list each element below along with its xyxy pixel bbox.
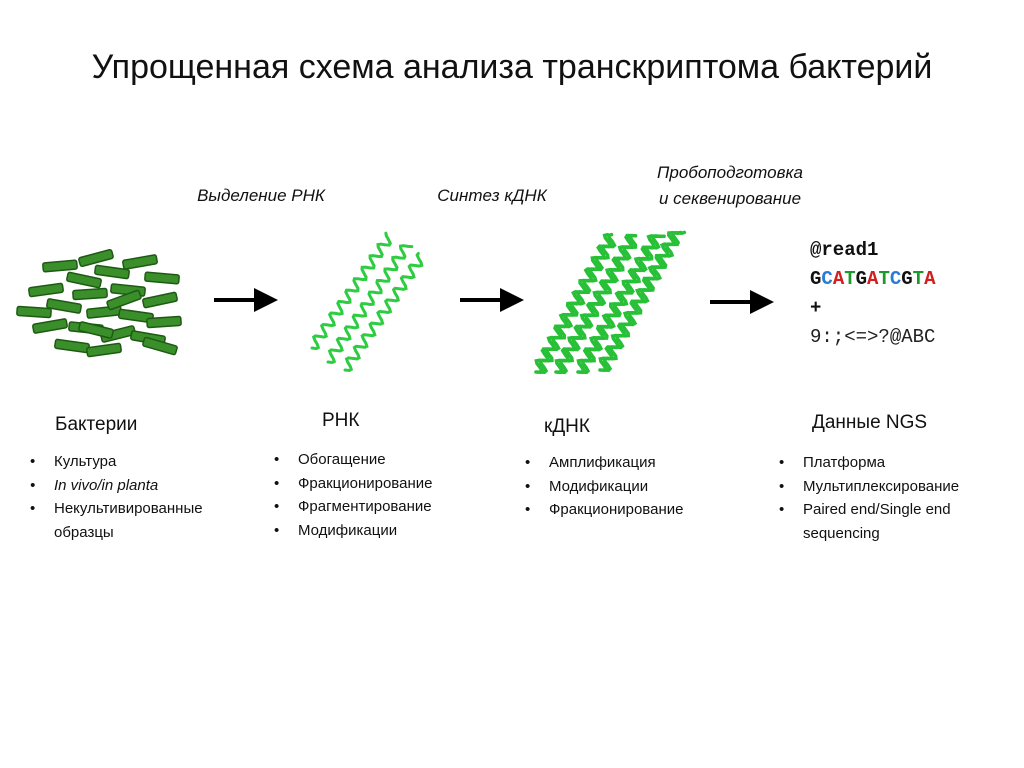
list-item: Обогащение xyxy=(268,448,432,472)
nucleotide: C xyxy=(889,268,902,290)
rna-strands-icon xyxy=(310,231,424,373)
strand xyxy=(310,231,393,351)
strand xyxy=(326,244,414,365)
nucleotide: C xyxy=(821,268,833,290)
list-item: Paired end/Single end xyxy=(773,498,959,522)
nucleotide: T xyxy=(912,268,925,290)
nucleotide: A xyxy=(924,268,936,290)
fastq-plus: + xyxy=(810,297,822,319)
step-cdna-synthesis: Синтез кДНК xyxy=(437,186,547,205)
list-item: Модификации xyxy=(519,475,683,499)
nucleotide: A xyxy=(867,268,879,290)
rna-list: Обогащение Фракционирование Фрагментиров… xyxy=(268,448,432,542)
bacterium-rod xyxy=(78,248,114,268)
strand xyxy=(580,234,666,375)
list-item-continuation: образцы xyxy=(54,523,114,541)
list-item: Фракционирование xyxy=(519,498,683,522)
list-item: Модификации xyxy=(268,519,432,543)
bacteria-cluster-icon xyxy=(16,248,182,358)
bacterium-rod xyxy=(142,336,178,356)
bacterium-rod xyxy=(66,271,102,289)
strand xyxy=(558,233,638,375)
fastq-quality: 9:;<=>?@ABC xyxy=(810,326,936,348)
nucleotide: A xyxy=(832,268,845,290)
list-item: Фрагментирование xyxy=(268,495,432,519)
page-title: Упрощенная схема анализа транскриптома б… xyxy=(91,48,933,86)
stage-label-cdna: кДНК xyxy=(544,416,590,437)
bacterium-rod xyxy=(122,254,158,270)
bacterium-rod xyxy=(78,321,114,339)
bacterium-rod xyxy=(32,318,68,334)
bacterium-rod xyxy=(94,264,130,280)
step-library-prep-line1: Пробоподготовка xyxy=(657,163,803,182)
fastq-record: @read1 GCATGATCGTA + 9:;<=>?@ABC xyxy=(810,236,935,352)
stage-label-ngs: Данные NGS xyxy=(812,412,928,433)
nucleotide: G xyxy=(901,268,913,290)
list-item: Фракционирование xyxy=(268,472,432,496)
bacterium-rod xyxy=(54,338,90,354)
strand xyxy=(538,232,617,374)
bacterium-rod xyxy=(16,305,52,319)
bacteria-list: Культура In vivo/in planta Некультивиров… xyxy=(24,450,203,544)
list-item: Амплификация xyxy=(519,451,683,475)
bacterium-rod xyxy=(146,315,182,329)
bacterium-rod xyxy=(42,259,78,273)
strand xyxy=(602,230,687,372)
step-rna-isolation: Выделение РНК xyxy=(197,186,325,205)
cdna-list: Амплификация Модификации Фракционировани… xyxy=(519,451,683,522)
bacterium-rod xyxy=(72,287,108,301)
bacterium-rod xyxy=(144,271,180,285)
list-item-continuation: sequencing xyxy=(803,524,880,542)
list-item: Платформа xyxy=(773,451,959,475)
ngs-list: Платформа Мультиплексирование Paired end… xyxy=(773,451,959,545)
fastq-sequence: GCATGATCGTA xyxy=(810,265,935,294)
strand xyxy=(343,252,424,373)
list-item: Мультиплексирование xyxy=(773,475,959,499)
list-item: Культура xyxy=(24,450,203,474)
nucleotide: T xyxy=(878,268,890,290)
bacterium-rod xyxy=(86,342,122,358)
nucleotide: T xyxy=(844,268,856,290)
fastq-header: @read1 xyxy=(810,239,879,261)
cdna-strands-icon xyxy=(534,230,687,375)
bacterium-rod xyxy=(28,282,64,298)
list-item: In vivo/in planta xyxy=(24,474,203,498)
list-item: Некультивированные xyxy=(24,497,203,521)
stage-label-rna: РНК xyxy=(322,410,360,431)
nucleotide: G xyxy=(810,268,822,290)
bacterium-rod xyxy=(106,289,142,311)
nucleotide: G xyxy=(855,268,868,290)
bacterium-rod xyxy=(142,291,178,309)
bacterium-rod xyxy=(46,298,82,314)
step-library-prep-line2: и секвенирование xyxy=(658,189,802,208)
stage-label-bacteria: Бактерии xyxy=(55,414,138,435)
step-library-prep: Пробоподготовка и секвенирование xyxy=(620,160,840,212)
